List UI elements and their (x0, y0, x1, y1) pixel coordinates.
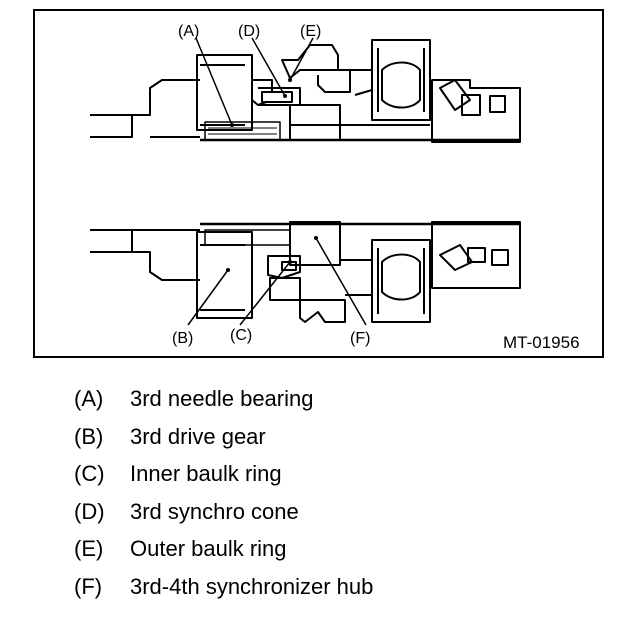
legend-text: 3rd-4th synchronizer hub (130, 573, 374, 599)
callout-d: (D) (238, 23, 260, 40)
callout-c: (C) (230, 327, 252, 344)
lower-assembly (90, 221, 521, 323)
legend-letter: (A) (74, 386, 104, 411)
callout-e: (E) (300, 23, 321, 40)
callout-f: (F) (350, 330, 370, 347)
callout-a: (A) (178, 23, 199, 40)
legend-letter: (C) (74, 461, 105, 486)
legend-item-d: (D) 3rd synchro cone (60, 497, 580, 535)
upper-assembly (90, 39, 521, 143)
legend-text: 3rd needle bearing (130, 386, 314, 411)
legend-text: 3rd synchro cone (130, 498, 299, 524)
legend-item-c: (C) Inner baulk ring (60, 459, 580, 497)
callout-b: (B) (172, 330, 193, 347)
legend-letter: (B) (74, 423, 104, 449)
figure-id: MT-01956 (503, 333, 580, 352)
legend-text: 3rd drive gear (130, 423, 266, 449)
leader-dots (226, 78, 318, 272)
cross-section-diagram: (A) (D) (E) (B) (C) (F) MT-01956 (33, 9, 604, 358)
legend-text: Inner baulk ring (130, 461, 282, 486)
legend-letter: (D) (74, 498, 105, 524)
leader-lines (187, 37, 367, 326)
legend-item-e: (E) Outer baulk ring (60, 534, 580, 572)
legend-text: Outer baulk ring (130, 536, 287, 561)
legend-item-f: (F) 3rd-4th synchronizer hub (60, 572, 580, 610)
legend-list: (A) 3rd needle bearing (B) 3rd drive gea… (60, 384, 580, 609)
legend-item-b: (B) 3rd drive gear (60, 422, 580, 460)
legend-letter: (E) (74, 536, 104, 561)
diagram-frame (33, 9, 604, 358)
legend-letter: (F) (74, 573, 103, 599)
legend-item-a: (A) 3rd needle bearing (60, 384, 580, 422)
